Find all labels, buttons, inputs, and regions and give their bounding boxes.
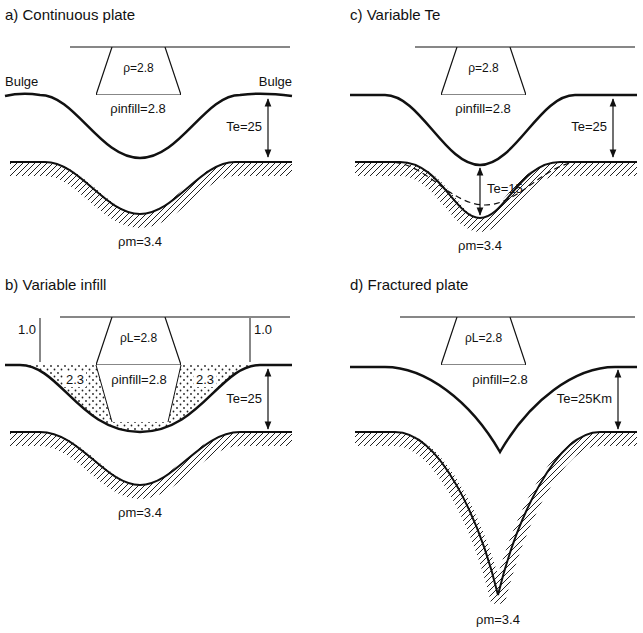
annotation-label: Te=25 — [226, 391, 262, 406]
density-label: ρL=2.8 — [96, 331, 181, 346]
annotation-label: Te=25Km — [557, 391, 612, 406]
load-trapezoid: ρ=2.8 — [441, 47, 526, 95]
load-text-area: ρ=2.8 — [441, 47, 526, 76]
annotation-label: ρm=3.4 — [458, 238, 502, 253]
annotation-label: Bulge — [5, 74, 38, 89]
annotation-label: Bulge — [259, 74, 292, 89]
annotation-label: 2.3 — [194, 372, 216, 387]
annotation-label: 2.3 — [64, 372, 86, 387]
load-text-area: ρL=2.8 — [96, 317, 181, 346]
load-trapezoid: ρ=2.8 — [96, 47, 181, 95]
panel-title: c) Variable Te — [350, 6, 440, 23]
annotation-label: Te=25 — [571, 119, 607, 134]
annotation-label: ρinfill=2.8 — [472, 372, 527, 387]
density-label: ρ=2.8 — [96, 61, 181, 76]
annotation-label: ρm=3.4 — [476, 612, 520, 627]
load-trapezoid: ρL=2.8 — [96, 317, 181, 365]
load-text-area: ρ=2.8 — [96, 47, 181, 76]
load-trapezoid: ρL=2.8 — [441, 317, 526, 365]
annotation-label: 1.0 — [18, 322, 36, 337]
annotation-label: ρinfill=2.8 — [455, 101, 510, 116]
trapezoid-shape — [441, 47, 526, 95]
trapezoid-shape — [96, 317, 181, 365]
panel-title: a) Continuous plate — [5, 6, 135, 23]
annotation-label: 1.0 — [254, 322, 272, 337]
panel-title: b) Variable infill — [5, 276, 106, 293]
load-text-area: ρL=2.8 — [441, 317, 526, 346]
annotation-label: ρinfill=2.8 — [111, 372, 166, 387]
density-label: ρ=2.8 — [441, 61, 526, 76]
trapezoid-shape — [96, 47, 181, 95]
annotation-label: Te=25 — [226, 119, 262, 134]
annotation-label: ρm=3.4 — [118, 505, 162, 520]
annotation-label: ρm=3.4 — [118, 234, 162, 249]
density-label: ρL=2.8 — [441, 331, 526, 346]
annotation-label: ρinfill=2.8 — [110, 101, 165, 116]
panel-title: d) Fractured plate — [350, 276, 468, 293]
trapezoid-shape — [441, 317, 526, 365]
annotation-label: Te=15 — [487, 181, 523, 196]
